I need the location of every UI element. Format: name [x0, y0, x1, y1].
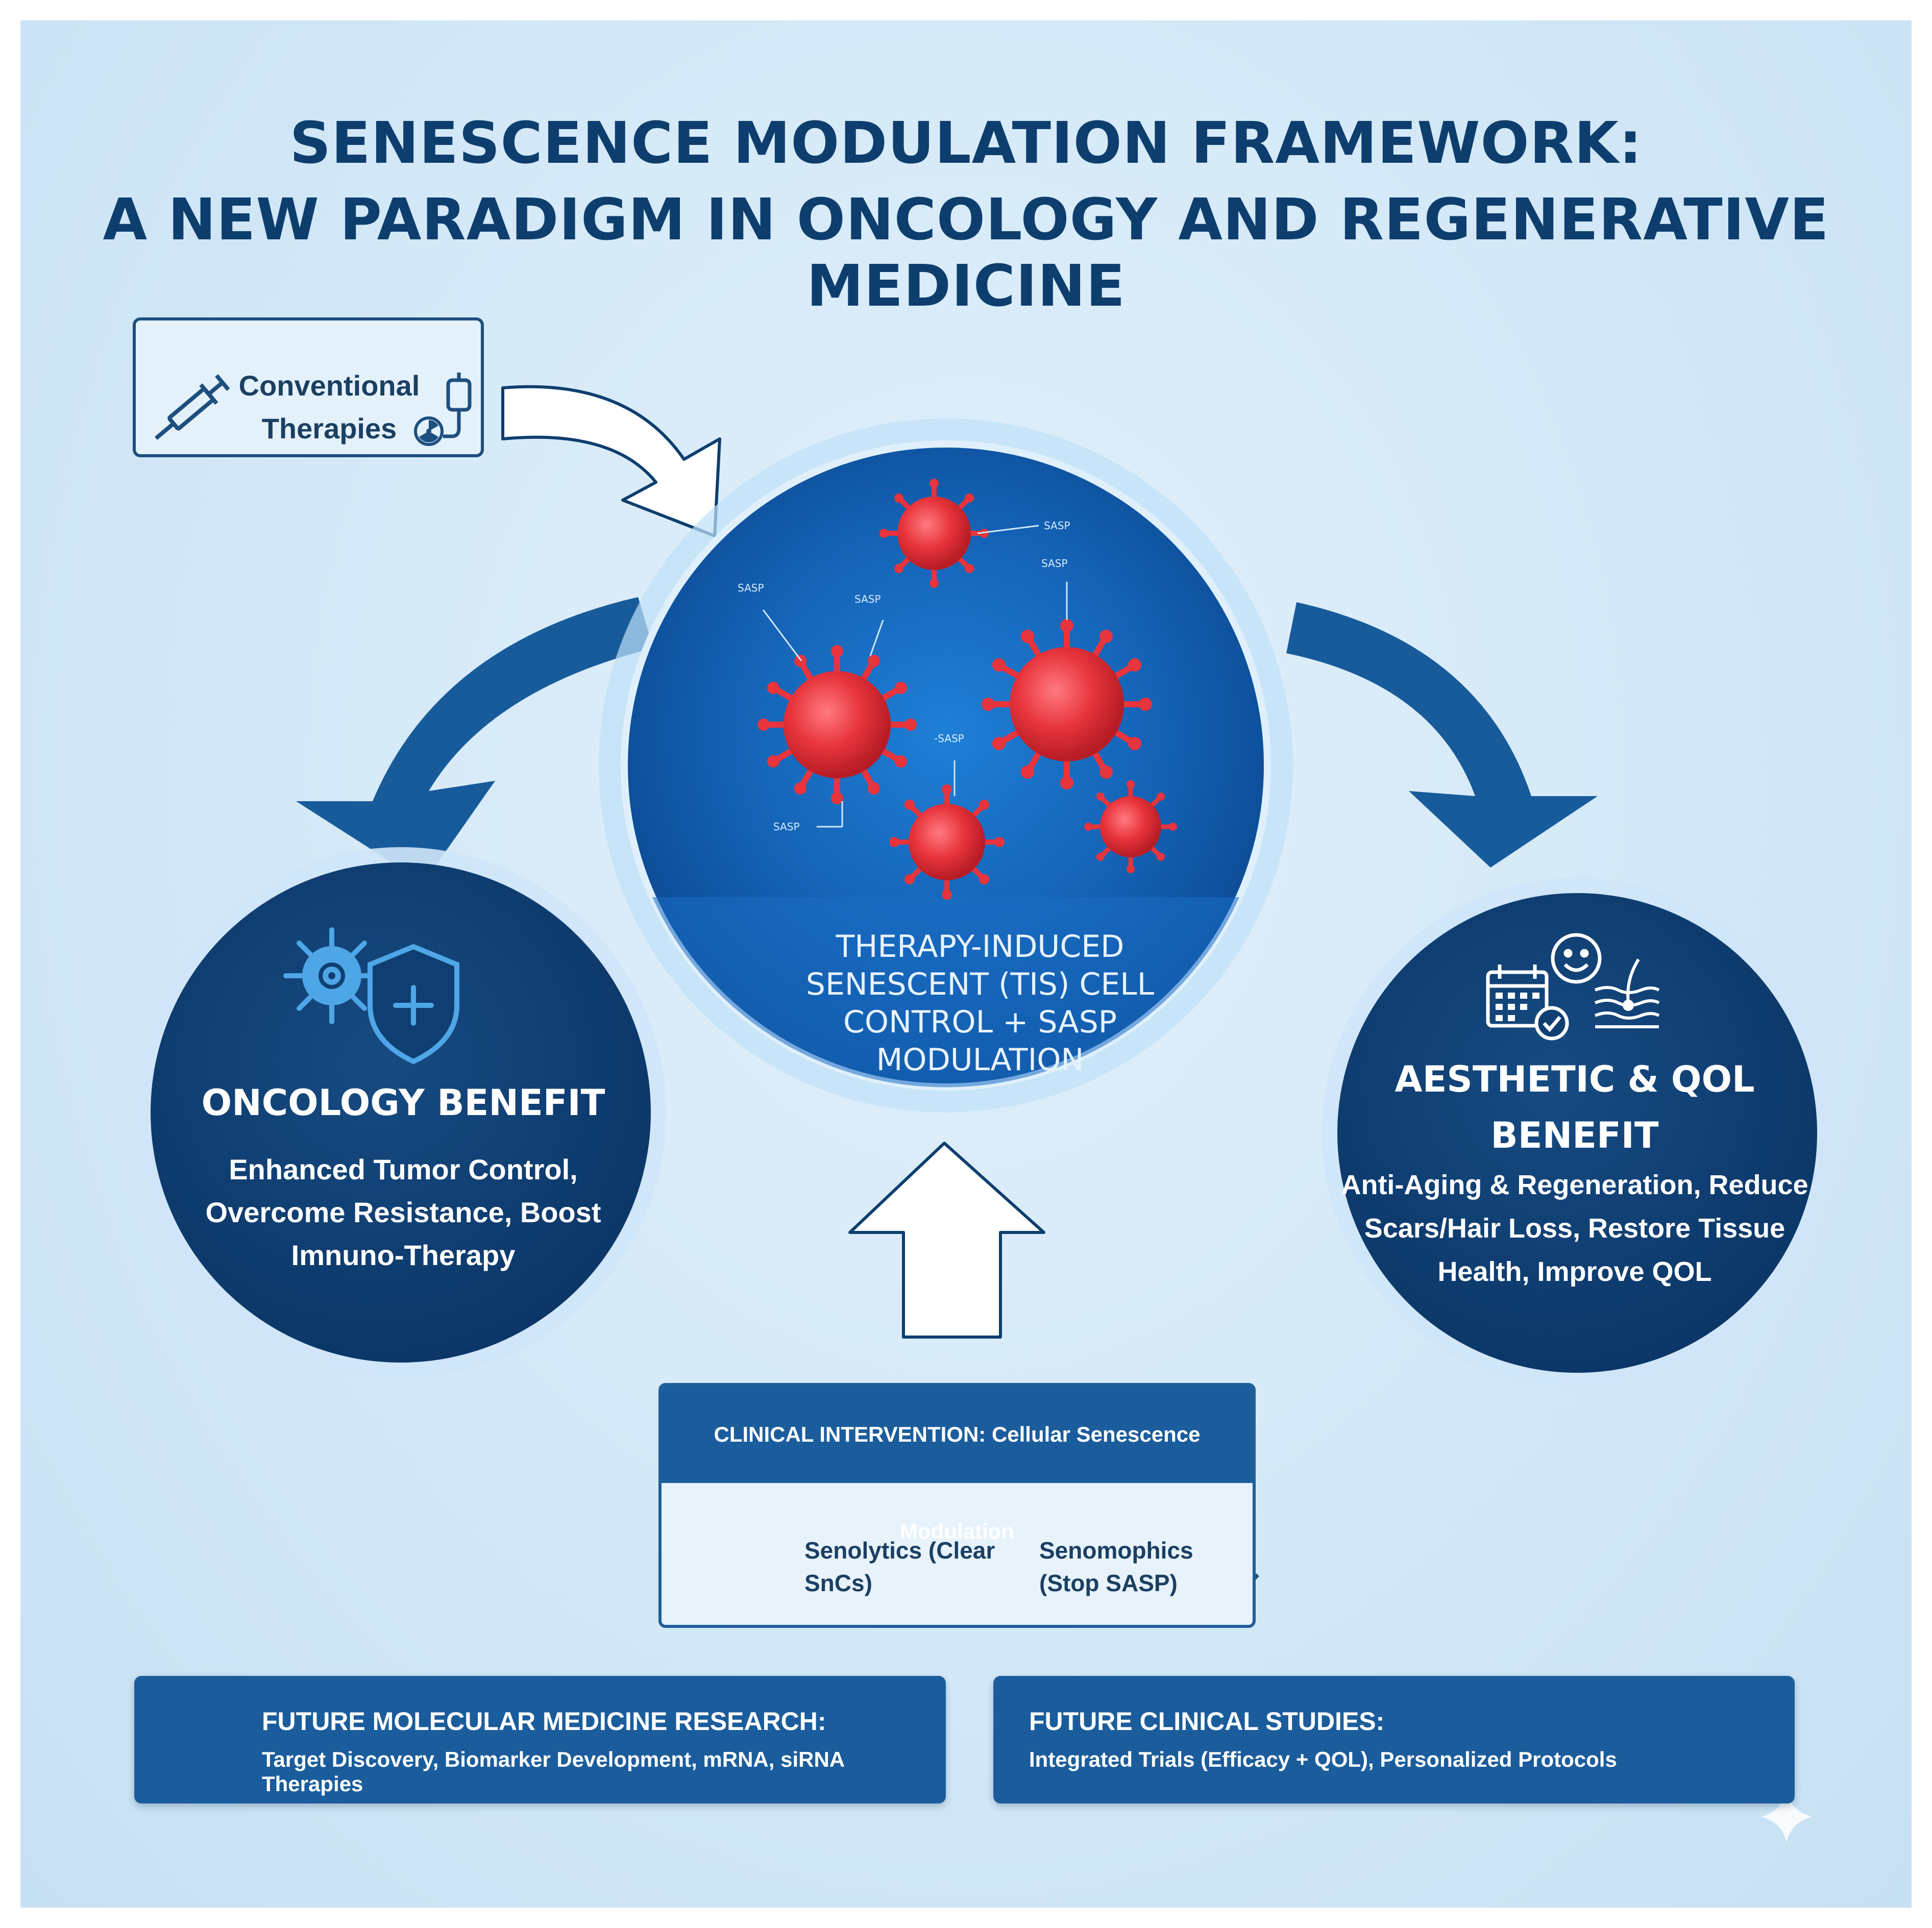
- diagram-graphics: [133, 317, 1832, 1842]
- infographic-canvas: SENESCENCE MODULATION FRAMEWORK: A NEW P…: [20, 20, 1912, 1908]
- conventional-therapies-box: [133, 317, 484, 457]
- senomorphics-label: Senomophics (Stop SASP): [1039, 1537, 1193, 1596]
- sasp-leader-lines: [762, 525, 1068, 828]
- clinical-intervention-box: CLINICAL INTERVENTION: Cellular Senescen…: [658, 1383, 1256, 1628]
- senolytics-label: Senolytics (Clear SnCs): [804, 1537, 995, 1596]
- syringe-icon: [154, 374, 230, 440]
- sasp-label-4: SASP: [854, 593, 881, 605]
- clinical-studies-banner: FUTURE CLINICAL STUDIES: Integrated Tria…: [993, 1676, 1795, 1803]
- senescent-cell-3: [982, 619, 1152, 789]
- right-curved-arrow: [1286, 602, 1598, 868]
- research-subtitle: Target Discovery, Biomarker Development,…: [262, 1747, 844, 1796]
- clinical-studies-subtitle: Integrated Trials (Efficacy + QOL), Pers…: [1029, 1747, 1617, 1771]
- oncology-title: ONCOLOGY BENEFIT: [201, 1082, 605, 1124]
- skin-hair-icon: [1594, 958, 1660, 1028]
- conventional-arrow: [501, 385, 721, 537]
- aesthetic-circle: [1337, 893, 1817, 1373]
- conventional-therapies-label: Conventional Therapies: [238, 369, 420, 444]
- senescent-cell-4: [889, 784, 1005, 900]
- oncology-circle: [151, 862, 651, 1363]
- sasp-label-3: SASP: [738, 582, 764, 594]
- center-caption-band: [652, 897, 1239, 1087]
- shield-plus-icon: [368, 944, 459, 1065]
- left-curved-arrow: [296, 597, 653, 883]
- clinical-studies-title: FUTURE CLINICAL STUDIES:: [1029, 1707, 1385, 1736]
- sasp-label-2: SASP: [1041, 557, 1068, 570]
- aesthetic-description: Anti-Aging & Regeneration, Reduce Scars/…: [1341, 1170, 1808, 1287]
- main-title-line-1: SENESCENCE MODULATION FRAMEWORK:: [289, 110, 1643, 177]
- up-arrow: [848, 1142, 1045, 1339]
- radiation-icon: [414, 416, 444, 446]
- sasp-label-1: SASP: [1044, 520, 1070, 532]
- sasp-label-5: -SASP: [934, 732, 964, 745]
- sasp-label-6: SASP: [773, 821, 800, 833]
- main-title-line-2: A NEW PARADIGM IN ONCOLOGY AND REGENERAT…: [103, 187, 1829, 319]
- sparkle-icon: [1761, 1791, 1812, 1842]
- senescent-cell-5: [1084, 780, 1177, 873]
- senescent-cell-1: [879, 479, 989, 588]
- immune-cell-icon: [283, 927, 380, 1024]
- smiley-icon: [1551, 933, 1602, 984]
- research-title: FUTURE MOLECULAR MEDICINE RESEARCH:: [262, 1707, 826, 1736]
- oncology-description: Enhanced Tumor Control, Overcome Resista…: [205, 1153, 601, 1271]
- senescent-cell-2: [757, 645, 917, 804]
- center-caption: THERAPY-INDUCED SENESCENT (TIS) CELL CON…: [805, 929, 1155, 1078]
- calendar-check-icon: [1486, 965, 1569, 1041]
- aesthetic-title: AESTHETIC & QOL BENEFIT: [1395, 1058, 1755, 1156]
- iv-bag-icon: [443, 373, 472, 438]
- research-banner: FUTURE MOLECULAR MEDICINE RESEARCH: Targ…: [134, 1676, 946, 1803]
- clinical-intervention-header: CLINICAL INTERVENTION: Cellular Senescen…: [662, 1386, 1253, 1543]
